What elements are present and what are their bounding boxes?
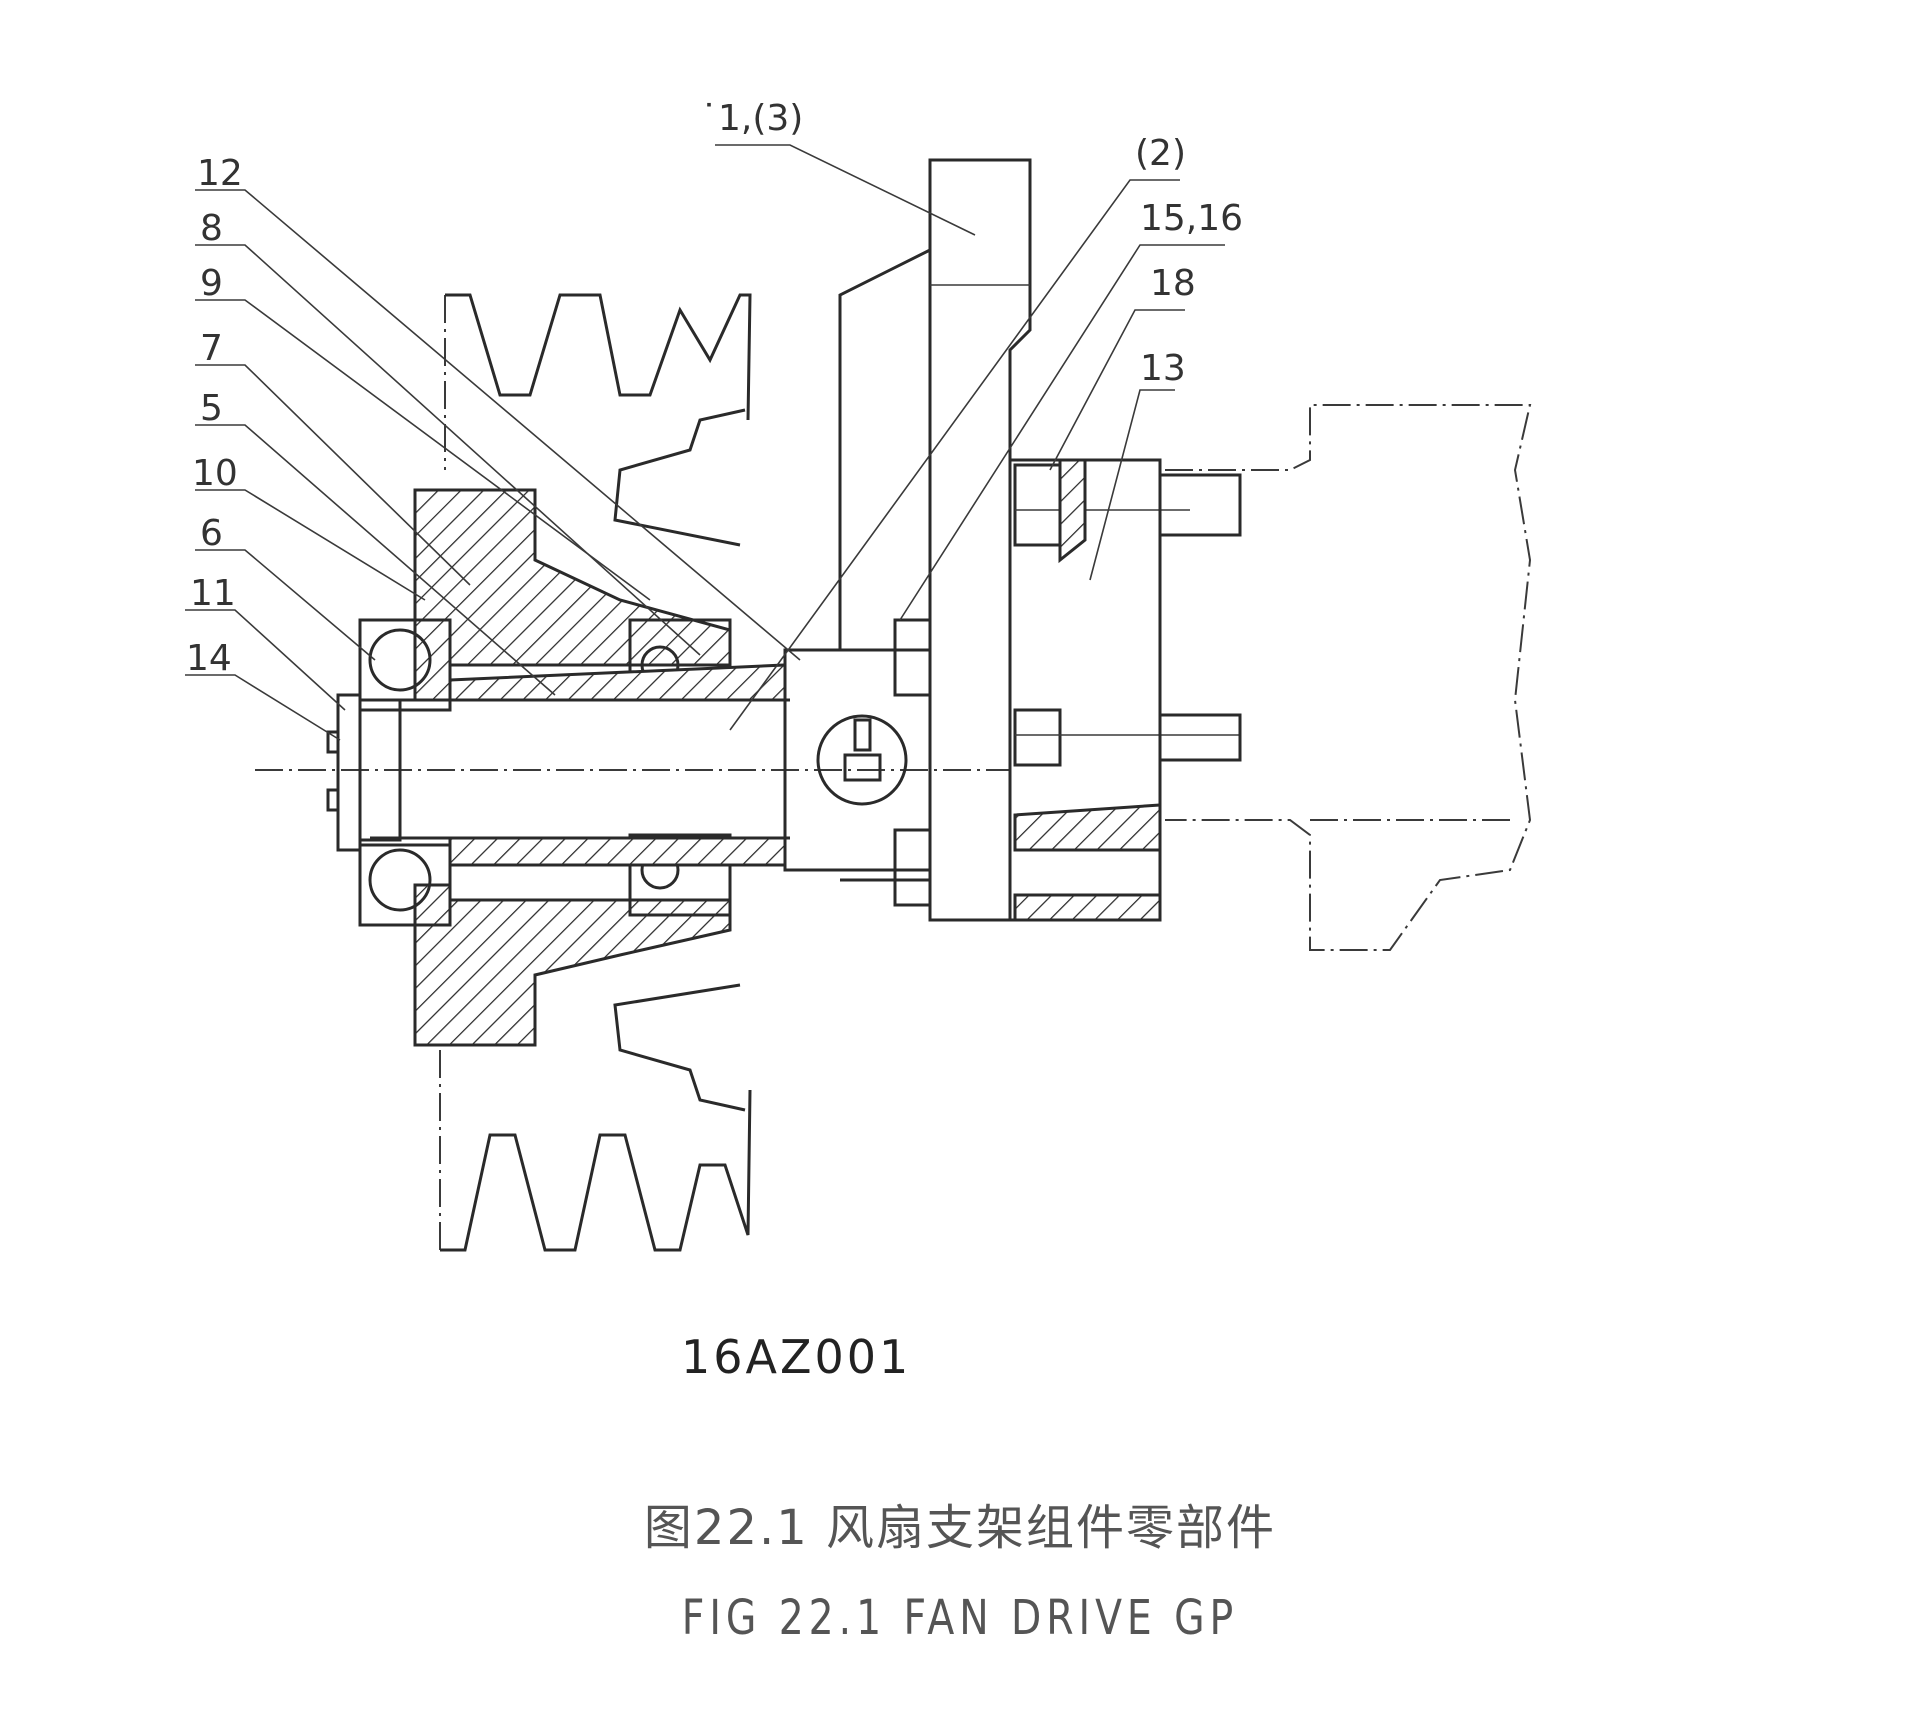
pulley-upper (444, 293, 752, 547)
callout-labels: 12 8 9 7 5 10 6 11 14 ˙1,(3) (2) 15,16 1… (186, 98, 1243, 679)
part-code: 16AZ001 (681, 1330, 912, 1384)
callout-7: 7 (200, 328, 223, 369)
callout-6: 6 (200, 513, 223, 554)
callout-15-16: 15,16 (1140, 198, 1243, 239)
callout-13: 13 (1140, 348, 1186, 389)
bracket-plate (838, 158, 1032, 922)
grease-nipple (783, 648, 932, 872)
callout-12: 12 (197, 153, 243, 194)
bolts (893, 463, 1240, 907)
caption-chinese: 图22.1 风扇支架组件零部件 (643, 1500, 1277, 1556)
adapter-flange (1008, 458, 1242, 922)
callout-2: (2) (1135, 133, 1186, 174)
pulley-hub (413, 488, 732, 1047)
callout-5: 5 (200, 388, 223, 429)
leader-lines (185, 144, 1225, 741)
caption-english: FIG 22.1 FAN DRIVE GP (681, 1590, 1239, 1646)
callout-9: 9 (200, 263, 223, 304)
callout-11: 11 (190, 573, 236, 614)
engine-housing (1165, 404, 1532, 951)
callout-1-3: ˙1,(3) (700, 98, 803, 139)
bearing-left (358, 618, 452, 927)
callout-10: 10 (192, 453, 238, 494)
callout-18: 18 (1150, 263, 1196, 304)
end-cap (326, 693, 402, 852)
pulley-lower (439, 983, 752, 1252)
callout-8: 8 (200, 208, 223, 249)
callout-14: 14 (186, 638, 232, 679)
